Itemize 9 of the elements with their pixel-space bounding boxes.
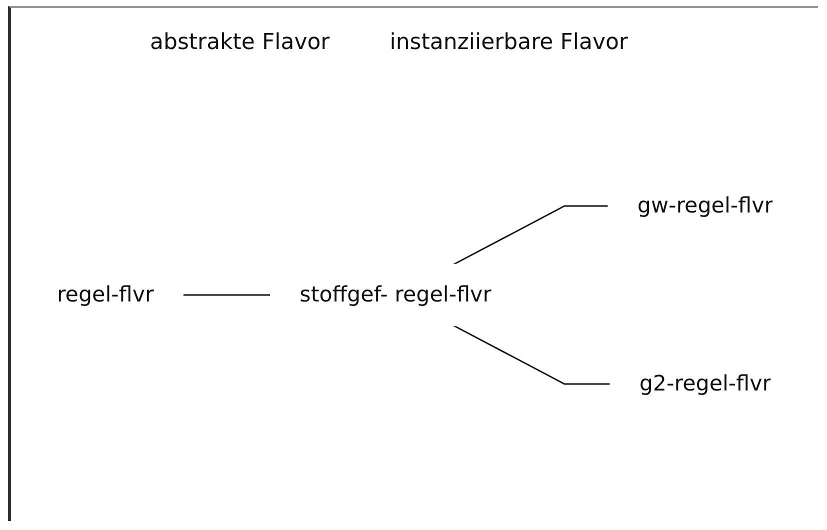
- connector: [453, 324, 610, 385]
- node-text: regel-flvr: [56, 282, 154, 308]
- node-text: stoffgef- regel-flvr: [300, 282, 492, 308]
- column-heading: abstrakte Flavor: [150, 30, 330, 55]
- column-heading: instanziierbare Flavor: [390, 30, 628, 55]
- connector: [453, 205, 608, 266]
- connector: [182, 294, 270, 296]
- node-text: g2-regel-flvr: [639, 372, 772, 396]
- node-text: gw-regel-flvr: [637, 194, 774, 218]
